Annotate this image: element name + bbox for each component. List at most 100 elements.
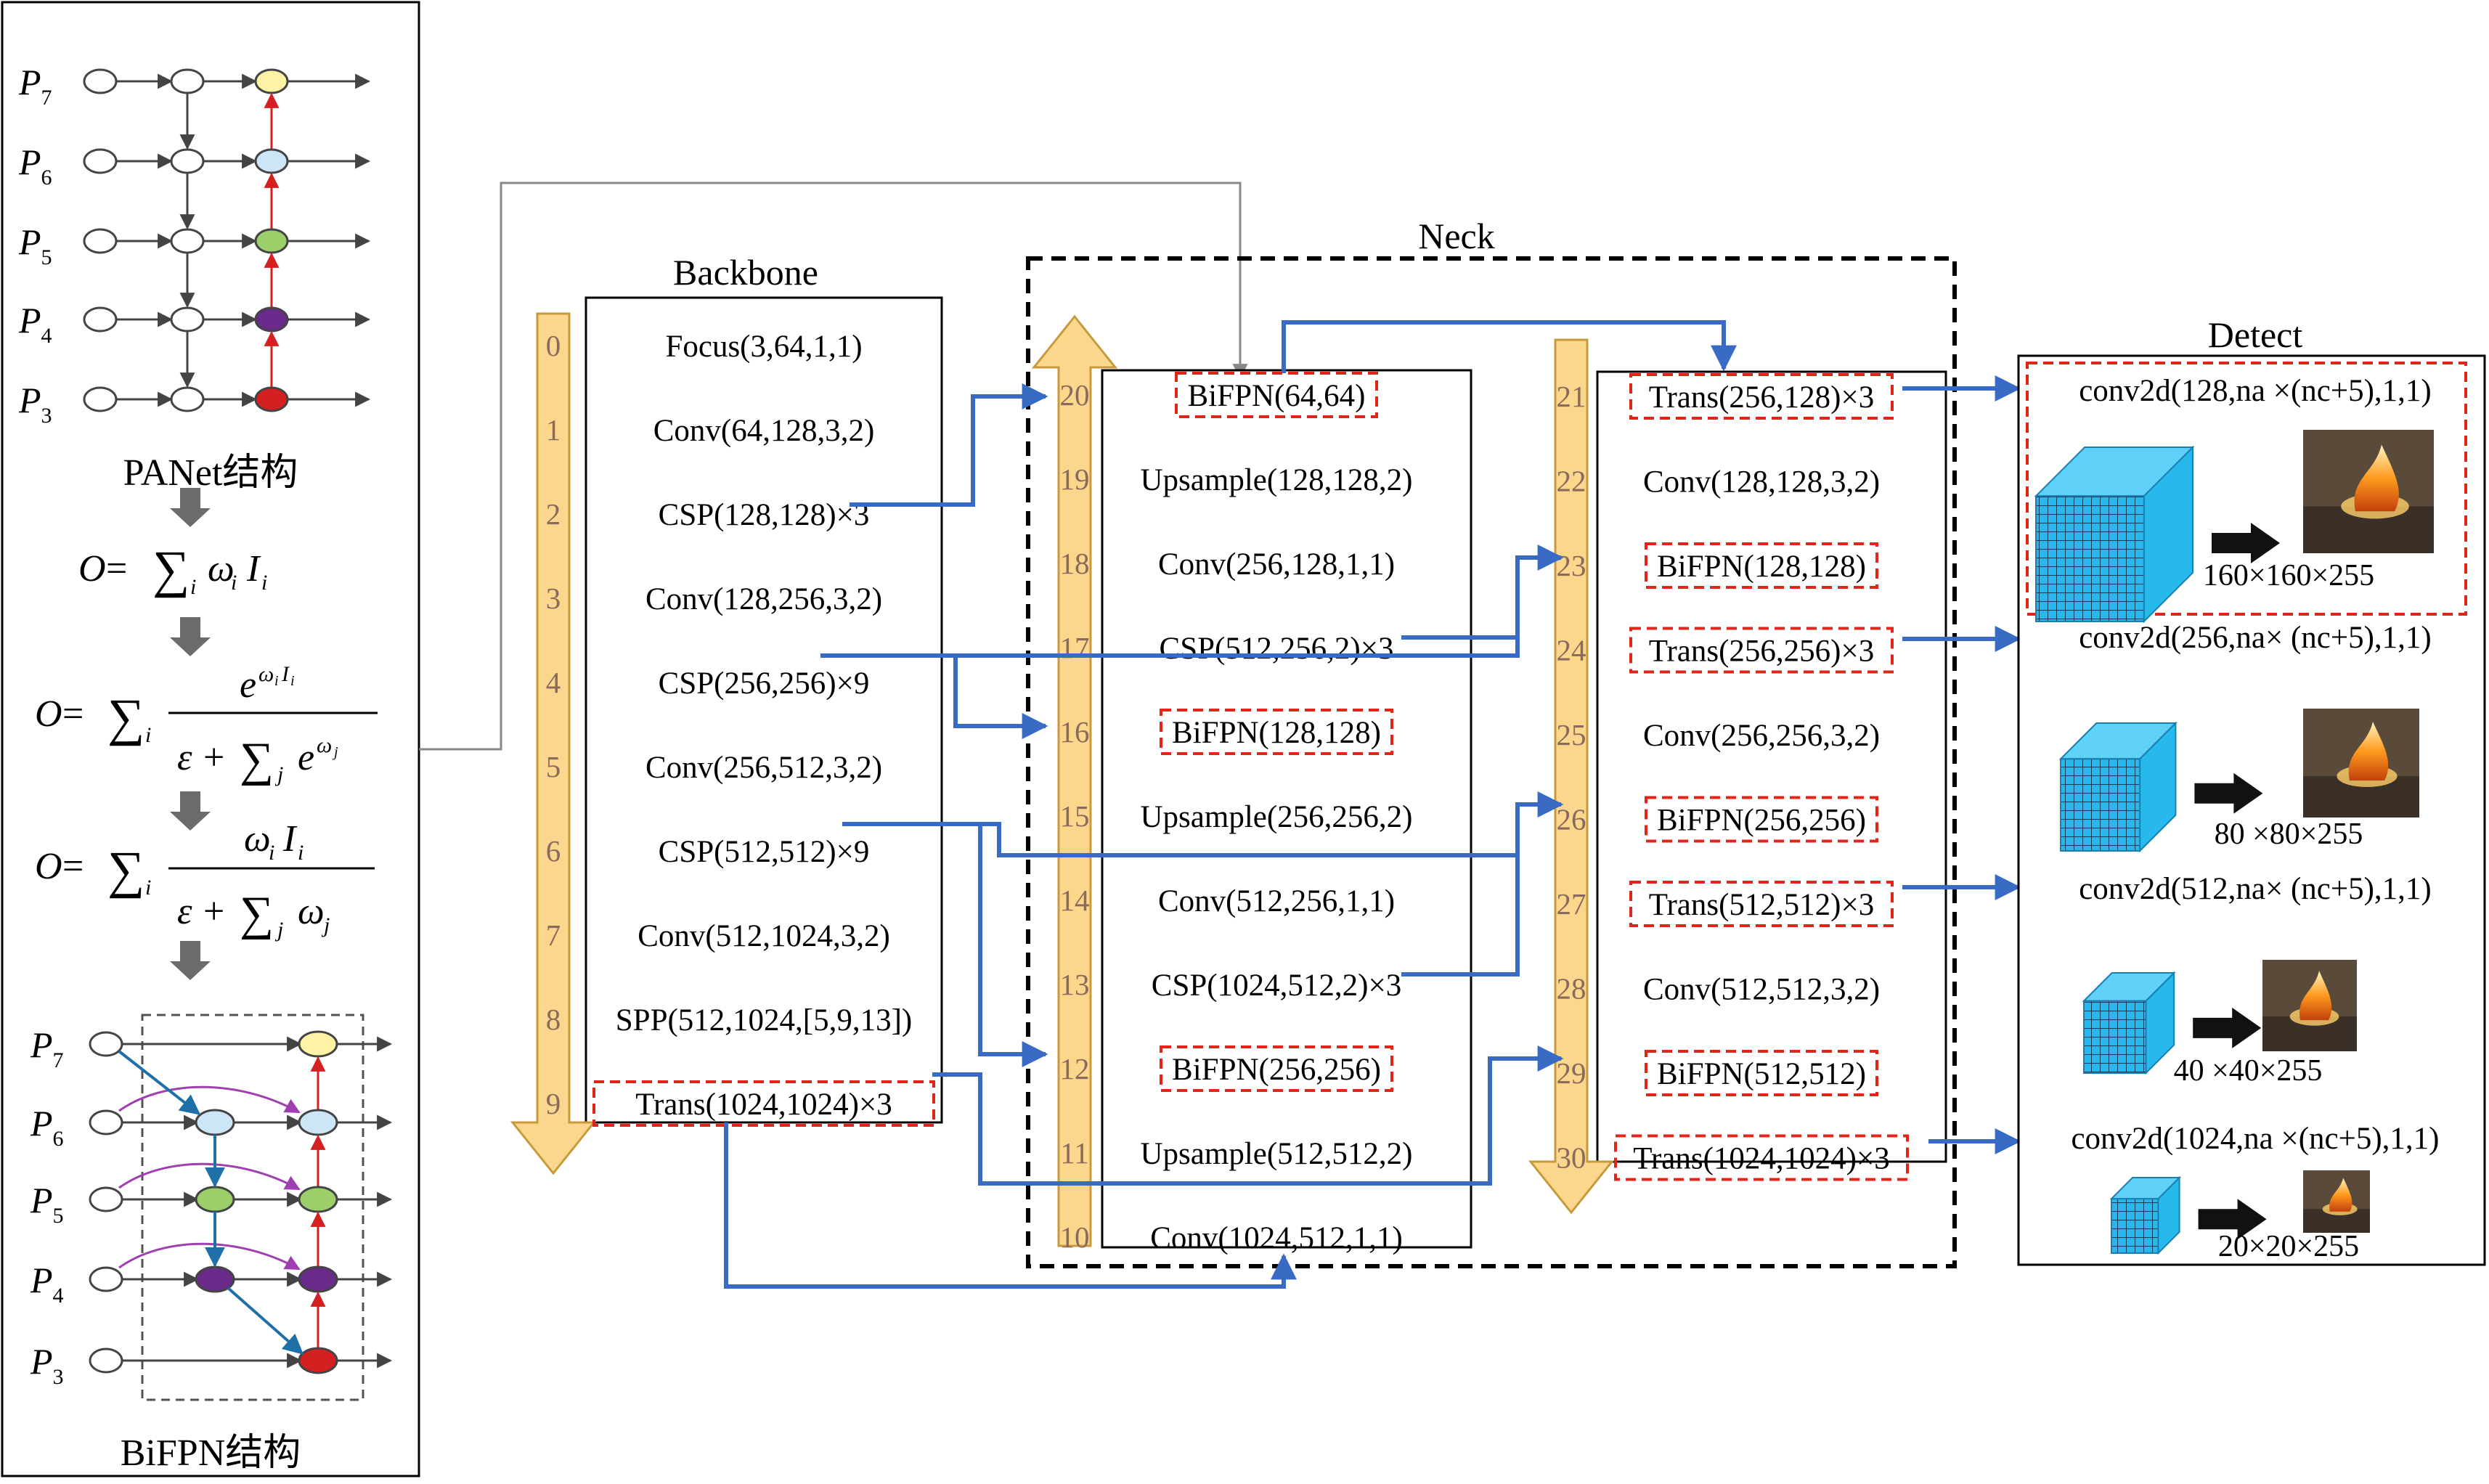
svg-text:i: i	[190, 575, 196, 599]
svg-text:∑: ∑	[240, 733, 274, 786]
svg-text:i: i	[274, 673, 279, 689]
layer-label: BiFPN(128,128)	[1657, 550, 1866, 584]
feature-map-cube-front	[2035, 495, 2145, 623]
flow-arrows-left	[170, 488, 211, 980]
svg-text:O: O	[78, 548, 106, 590]
layer-index: 9	[546, 1087, 561, 1120]
layer-label: Trans(512,512)×3	[1649, 888, 1875, 922]
layer-index: 2	[546, 497, 561, 531]
svg-text:i: i	[269, 841, 274, 865]
layer-index: 5	[546, 750, 561, 783]
p-level-subscript: 3	[53, 1365, 64, 1389]
p-level-subscript: 7	[41, 86, 52, 110]
output-node	[298, 1265, 338, 1293]
panet-caption: PANet结构	[123, 452, 298, 494]
td-node	[170, 68, 205, 94]
neck-left-index-stripe	[1031, 314, 1118, 1247]
topdown-edge	[227, 1287, 304, 1355]
layer-label: Conv(128,256,3,2)	[645, 582, 882, 616]
td-node	[170, 386, 205, 412]
output-node	[298, 1109, 338, 1136]
backbone-title: Backbone	[673, 252, 818, 293]
highlight-box	[1160, 1045, 1393, 1092]
layer-label: BiFPN(256,256)	[1172, 1053, 1381, 1087]
input-node	[89, 1266, 123, 1292]
input-node	[89, 1109, 123, 1136]
td-node	[170, 306, 205, 333]
svg-text:I: I	[282, 818, 298, 860]
detect-output-dim: 160×160×255	[2203, 559, 2374, 592]
output-arrow	[2193, 1007, 2262, 1048]
layer-index: 4	[546, 666, 561, 699]
layer-label: Upsample(128,128,2)	[1141, 463, 1413, 497]
svg-text:+: +	[203, 891, 224, 932]
svg-text:O: O	[35, 846, 62, 887]
svg-text:e: e	[240, 664, 256, 706]
p-level-subscript: 3	[41, 404, 52, 428]
output-node	[254, 306, 289, 333]
feature-map-cube-front	[2111, 1198, 2159, 1254]
layer-index: 17	[1060, 631, 1090, 664]
detect-output-dim: 80 ×80×255	[2215, 818, 2363, 851]
layer-label: Trans(256,256)×3	[1649, 635, 1875, 669]
layer-index: 1	[546, 413, 561, 447]
output-node	[254, 386, 289, 412]
svg-text:j: j	[332, 744, 338, 760]
feature-map-cube-front	[2083, 1000, 2147, 1075]
svg-text:j: j	[274, 918, 283, 942]
p-level-label: P5	[30, 1180, 64, 1228]
layer-index: 28	[1557, 972, 1586, 1006]
layer-index: 23	[1557, 549, 1586, 582]
highlight-box	[592, 1080, 935, 1127]
flame-icon	[2348, 722, 2389, 780]
detect-title: Detect	[2208, 314, 2303, 355]
p-level-subscript: 5	[41, 245, 52, 269]
layer-label: BiFPN(64,64)	[1188, 379, 1366, 413]
svg-text:i: i	[145, 723, 151, 747]
detect-heads: conv2d(128,na ×(nc+5),1,1)160×160×255con…	[2034, 374, 2440, 1263]
svg-text:j: j	[274, 762, 283, 786]
p-level-subscript: 4	[41, 324, 52, 348]
svg-text:ε: ε	[177, 891, 192, 932]
layer-index: 22	[1557, 465, 1586, 498]
td-node	[170, 148, 205, 174]
output-arrow	[2194, 772, 2263, 814]
layer-index: 11	[1060, 1136, 1088, 1170]
layer-label: BiFPN(128,128)	[1172, 716, 1381, 750]
td-node	[195, 1186, 235, 1213]
svg-text:i: i	[298, 841, 304, 865]
detect-output-dim: 40 ×40×255	[2174, 1054, 2323, 1088]
output-node	[298, 1186, 338, 1213]
svg-text:=: =	[62, 846, 83, 887]
layer-label: CSP(1024,512,2)×3	[1152, 969, 1401, 1003]
p-level-label: P6	[30, 1103, 64, 1151]
output-node	[254, 68, 289, 94]
p-level-subscript: 7	[53, 1048, 64, 1072]
svg-text:I: I	[281, 662, 290, 686]
output-arrow	[2212, 523, 2280, 563]
detect-conv-label: conv2d(128,na ×(nc+5),1,1)	[2079, 374, 2432, 408]
output-node	[254, 148, 289, 174]
layer-index: 14	[1060, 884, 1090, 917]
highlight-box	[1614, 1134, 1909, 1181]
layer-label: Trans(256,128)×3	[1649, 380, 1875, 415]
p-level-label: P4	[30, 1260, 64, 1308]
highlight-box	[1629, 373, 1894, 420]
layer-index: 27	[1557, 887, 1586, 921]
layer-label: BiFPN(256,256)	[1657, 804, 1866, 838]
input-node	[89, 1348, 123, 1374]
backbone-index-stripe	[510, 312, 597, 1175]
layer-label: Conv(256,512,3,2)	[645, 751, 882, 785]
input-node	[83, 228, 118, 254]
svg-text:∑: ∑	[240, 887, 274, 940]
svg-text:i: i	[231, 571, 237, 595]
neck-dashed-frame	[1026, 256, 1957, 1268]
input-node	[83, 148, 118, 174]
p-level-label: P4	[18, 300, 52, 348]
layer-label: Conv(256,256,3,2)	[1643, 719, 1880, 753]
output-node	[298, 1030, 338, 1058]
